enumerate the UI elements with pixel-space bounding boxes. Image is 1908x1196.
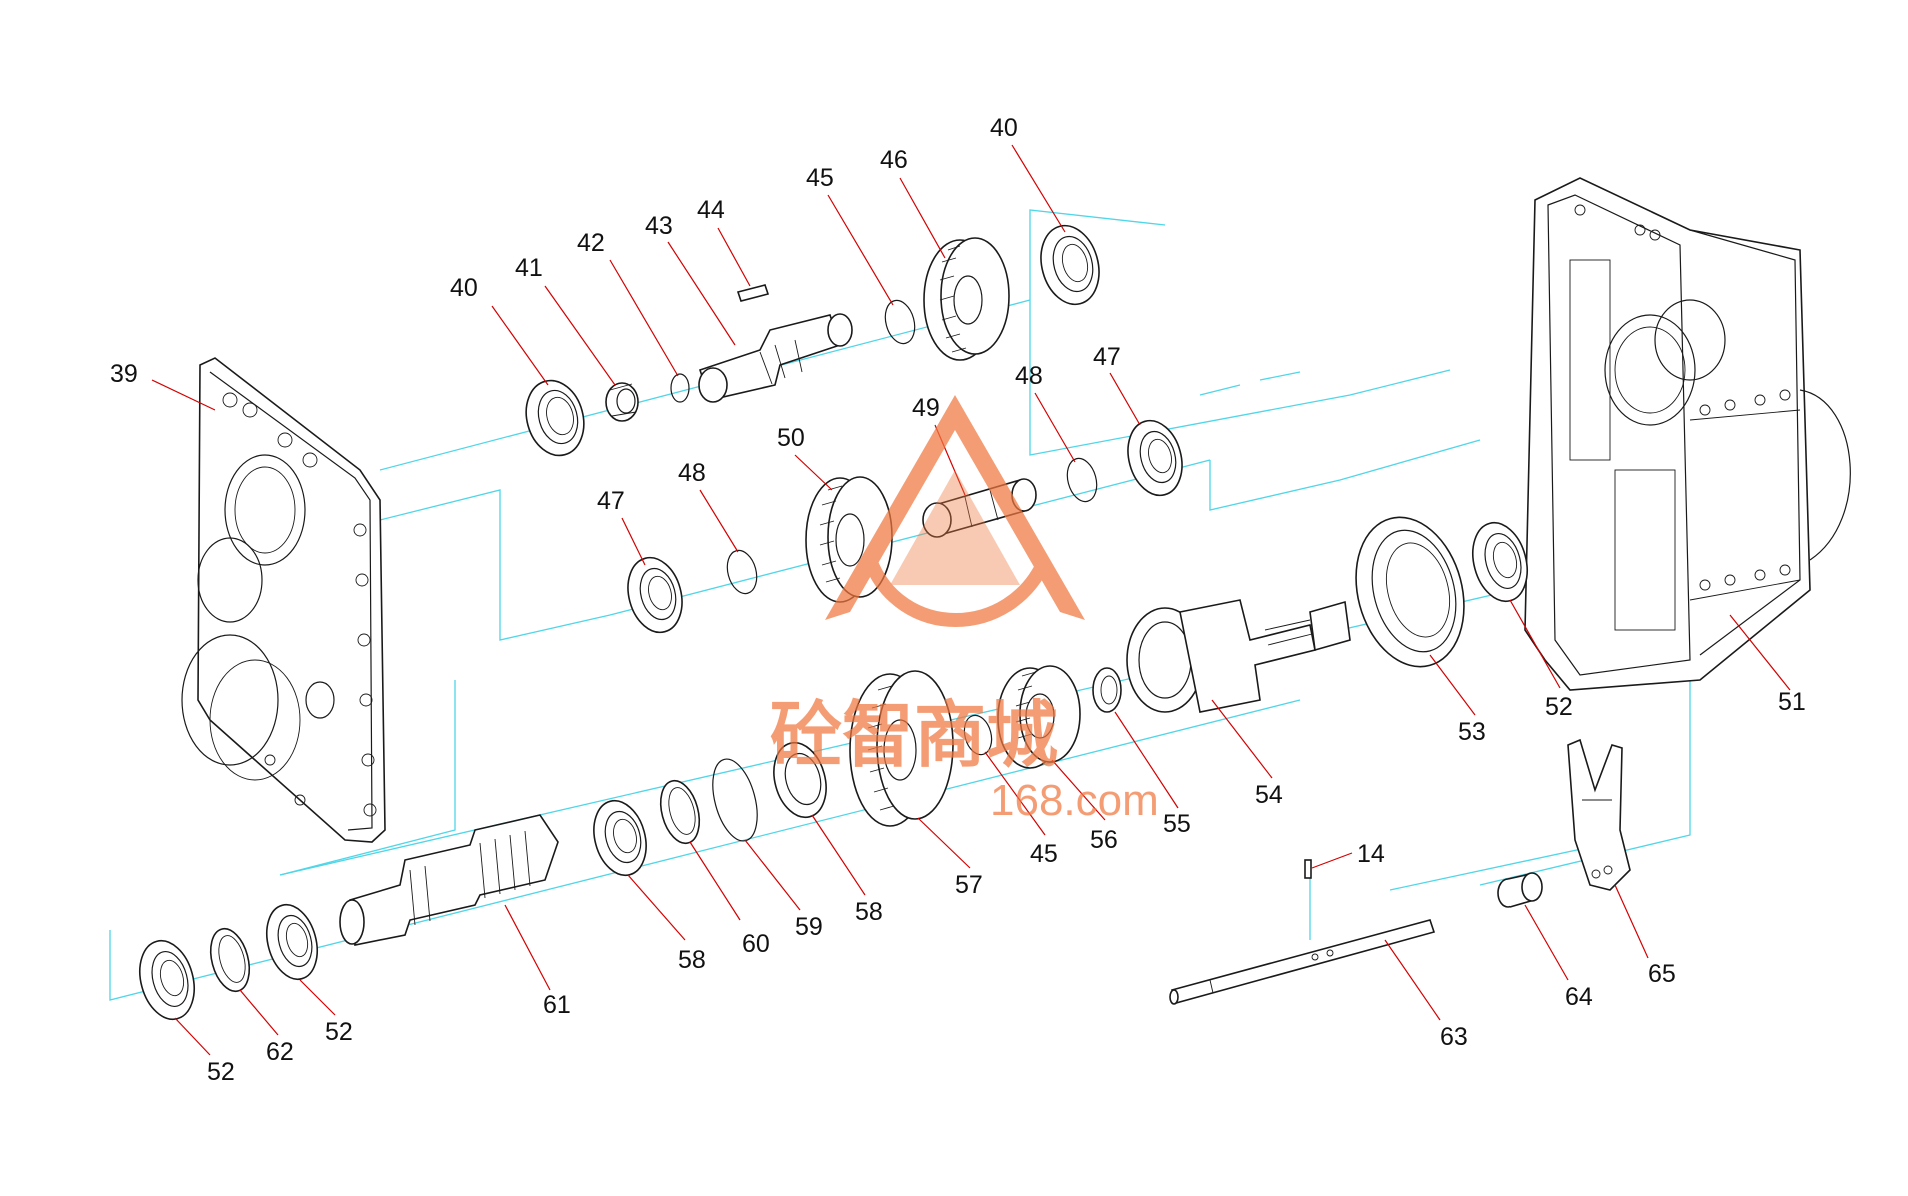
watermark-url: 168.com (990, 776, 1159, 825)
part-60-ring (659, 779, 701, 845)
callout-labels: 39 40 41 42 43 44 45 46 40 47 48 49 50 4… (110, 114, 1806, 1086)
part-65-shift-fork (1567, 738, 1631, 891)
watermark-logo-icon (825, 395, 1085, 620)
part-56-gear-hub (997, 665, 1081, 769)
part-45-ring-upper (884, 299, 916, 345)
part-52-bearing-left-b (266, 903, 318, 981)
part-46-gear (923, 237, 1010, 361)
callout-48-middle-right: 48 (1015, 362, 1043, 390)
callout-58-left: 58 (678, 946, 706, 974)
watermark: 砼智商城 168.com (770, 395, 1159, 825)
callout-54: 54 (1255, 781, 1283, 809)
callout-51: 51 (1778, 688, 1806, 716)
callout-58-right: 58 (855, 898, 883, 926)
callout-39: 39 (110, 360, 138, 388)
part-40-bearing-upper-right (1040, 224, 1100, 306)
callout-59: 59 (795, 913, 823, 941)
callout-45-lower: 45 (1030, 840, 1058, 868)
callout-61: 61 (543, 991, 571, 1019)
part-57-gear-large (849, 670, 954, 827)
part-47-bearing-middle-left (627, 556, 683, 634)
part-58-bearing-left (593, 799, 647, 877)
callout-41: 41 (515, 254, 543, 282)
callout-47-middle-right: 47 (1093, 343, 1121, 371)
callout-57: 57 (955, 871, 983, 899)
callout-60: 60 (742, 930, 770, 958)
part-42-snap-ring (670, 373, 690, 403)
callout-64: 64 (1565, 983, 1593, 1011)
part-64-bushing (1497, 872, 1543, 908)
callout-53: 53 (1458, 718, 1486, 746)
part-58-bearing-right (773, 741, 827, 819)
part-61-input-shaft (339, 814, 559, 946)
callout-43: 43 (645, 212, 673, 240)
callout-40-upper-right: 40 (990, 114, 1018, 142)
callout-14: 14 (1357, 840, 1385, 868)
part-41-needle-bearing (605, 382, 639, 422)
callout-40-upper-left: 40 (450, 274, 478, 302)
callout-50: 50 (777, 424, 805, 452)
callout-52-right: 52 (1545, 693, 1573, 721)
part-48-ring-middle-left (726, 549, 758, 595)
part-39-front-cover (181, 357, 386, 843)
callout-63: 63 (1440, 1023, 1468, 1051)
part-55-ring (1092, 667, 1122, 713)
callout-44: 44 (697, 196, 725, 224)
callout-46: 46 (880, 146, 908, 174)
part-52-bearing-left-a (139, 939, 195, 1021)
part-14-pin (1304, 859, 1312, 879)
part-43-shaft (698, 313, 853, 403)
leader-lines (151, 144, 1791, 1056)
callout-52-left-b: 52 (325, 1018, 353, 1046)
callout-65: 65 (1648, 960, 1676, 988)
callout-62: 62 (266, 1038, 294, 1066)
callout-56: 56 (1090, 826, 1118, 854)
part-51-housing (1524, 177, 1851, 691)
callout-45-upper: 45 (806, 164, 834, 192)
watermark-text: 砼智商城 (770, 693, 1058, 777)
part-54-output-shaft (1126, 599, 1351, 713)
part-48-ring-middle-right (1066, 457, 1098, 503)
part-59-snap-ring (712, 758, 758, 842)
callout-49: 49 (912, 394, 940, 422)
part-44-key (736, 284, 770, 302)
part-53-bearing-large (1355, 516, 1465, 668)
callout-52-left-a: 52 (207, 1058, 235, 1086)
part-40-bearing-upper-left (525, 379, 585, 457)
callout-47-middle-left: 47 (597, 487, 625, 515)
part-62-ring (209, 927, 251, 993)
callout-42: 42 (577, 229, 605, 257)
part-47-bearing-middle-right (1127, 419, 1183, 497)
part-45-ring-lower (963, 714, 993, 756)
part-52-bearing-right (1472, 521, 1528, 603)
callout-55: 55 (1163, 810, 1191, 838)
callout-48-middle-left: 48 (678, 459, 706, 487)
part-63-shift-rod (1169, 919, 1436, 1005)
